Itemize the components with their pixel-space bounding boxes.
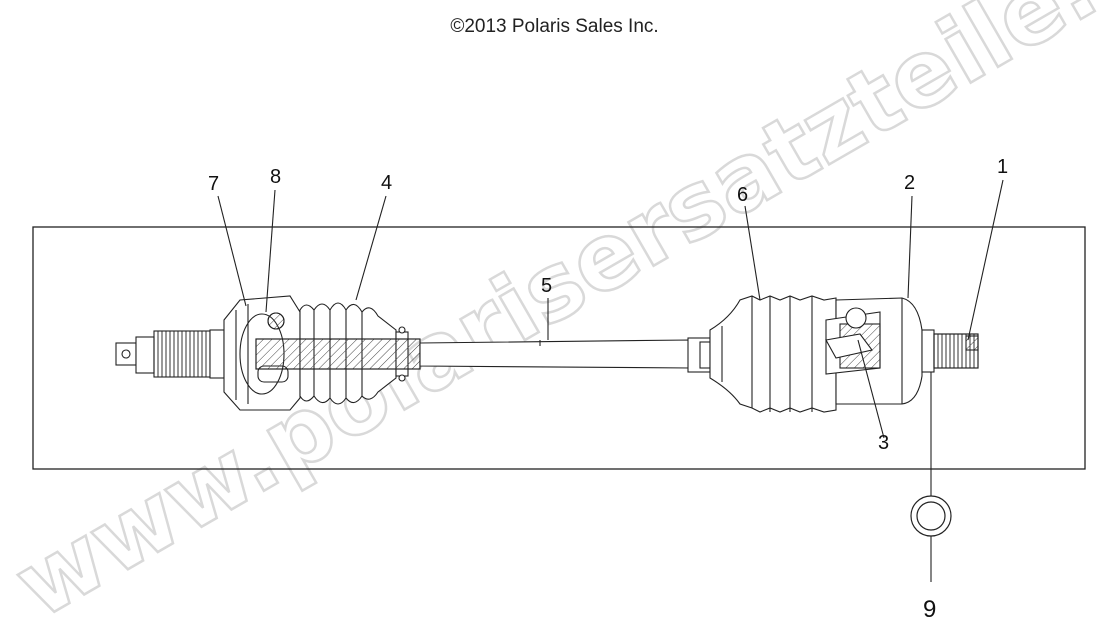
callout-9: 9 (923, 596, 936, 623)
callout-1: 1 (997, 156, 1008, 178)
callout-2: 2 (904, 172, 915, 194)
copyright-text: ©2013 Polaris Sales Inc. (450, 16, 659, 37)
callout-6: 6 (737, 184, 748, 206)
callout-5: 5 (541, 275, 552, 297)
callout-3: 3 (878, 432, 889, 454)
right-cv-joint-assembly (687, 295, 979, 413)
frame-box (32, 226, 1086, 470)
left-cv-joint-assembly (115, 295, 421, 411)
callout-4: 4 (381, 172, 392, 194)
leader-lines (217, 179, 1004, 582)
callout-8: 8 (270, 166, 281, 188)
callout-7: 7 (208, 173, 219, 195)
o-ring-item (910, 495, 952, 537)
axle-shaft (419, 339, 691, 369)
